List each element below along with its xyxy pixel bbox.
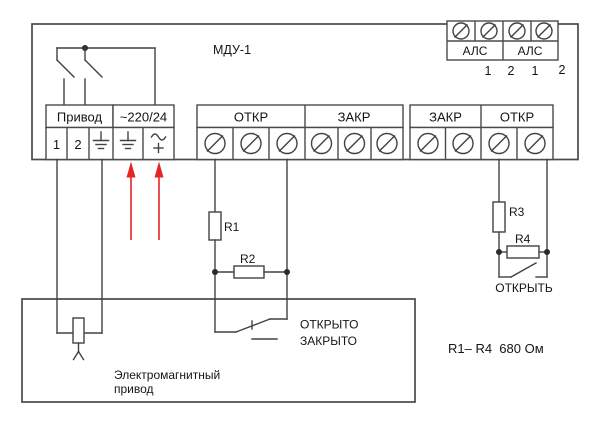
resistor-r3: [492, 201, 506, 233]
resistor-r2: [233, 265, 265, 279]
strip-a-closed-label: ЗАКР: [338, 110, 371, 125]
resistor-r1-label: R1: [224, 220, 240, 234]
screw-terminal-icon: [508, 22, 526, 40]
resistor-r3-label: R3: [509, 205, 525, 219]
resistor-note: R1– R4 680 Ом: [448, 341, 544, 356]
screw-terminal-icon: [343, 132, 366, 155]
contact-strip-b: ЗАКР ОТКР: [409, 104, 554, 161]
actuator-label-line2: привод: [114, 382, 154, 396]
strip-b-closed-label: ЗАКР: [429, 110, 462, 125]
drive-terminal-row: [45, 126, 175, 161]
resistor-r2-label: R2: [240, 252, 256, 266]
screw-terminal-icon: [452, 22, 470, 40]
als-terminal-block: АЛС АЛС 1 2 1 2: [446, 20, 566, 78]
screw-terminal-icon: [524, 132, 546, 155]
drive-contact-switch-2: [84, 47, 103, 106]
als-terminal-number: 2: [559, 63, 566, 77]
drive-wiring: [56, 158, 103, 334]
junction-dot: [496, 249, 502, 255]
screw-terminal-icon: [488, 132, 510, 155]
ground-icon: [92, 131, 110, 150]
strip-a-open-label: ОТКР: [234, 110, 268, 125]
drive-terminal-2: 2: [74, 137, 81, 152]
contact-strip-a: ОТКР ЗАКР: [196, 104, 404, 161]
als-terminal-number: 2: [508, 64, 515, 78]
actuator-box: [21, 298, 416, 403]
device-title: МДУ-1: [213, 43, 251, 57]
resistor-r4: [506, 245, 540, 259]
screw-terminal-icon: [276, 132, 298, 155]
r1-r2-branch: R1 R2: [208, 158, 290, 333]
ac-plus-icon: [150, 133, 167, 154]
als-group2-label: АЛС: [518, 44, 543, 58]
power-header-label: ~220/24: [120, 110, 167, 125]
resistor-r1: [208, 211, 222, 241]
als-group1-label: АЛС: [463, 44, 488, 58]
screw-terminal-icon: [452, 132, 474, 155]
drive-terminal-1: 1: [53, 137, 60, 152]
power-input-arrow-icon: [154, 161, 164, 240]
screw-terminal-icon: [376, 132, 398, 155]
screw-terminal-icon: [240, 132, 262, 155]
closed-state-label: ЗАКРЫТО: [300, 334, 357, 348]
internal-drive-contacts: [56, 45, 156, 106]
junction-dot: [544, 249, 550, 255]
strip-a-terminal-row: [196, 126, 404, 161]
als-terminal-number: 1: [485, 64, 492, 78]
strip-b-open-label: ОТКР: [500, 110, 534, 125]
junction-dot: [212, 269, 218, 275]
screw-terminal-icon: [310, 132, 333, 155]
screw-terminal-icon: [204, 132, 226, 155]
screw-terminal-icon: [417, 132, 439, 155]
drive-header-label: Привод: [57, 110, 103, 125]
power-input-arrow-icon: [126, 161, 136, 240]
open-command-switch: [498, 262, 548, 278]
screw-terminal-icon: [535, 22, 553, 40]
strip-a-header: [196, 104, 404, 129]
screw-terminal-icon: [480, 22, 498, 40]
solenoid-coil-icon: [72, 317, 85, 361]
drive-contact-switch-1: [56, 47, 75, 106]
ground-icon: [119, 131, 137, 150]
als-terminal-number: 1: [532, 64, 539, 78]
opened-state-label: ОТКРЫТО: [300, 318, 358, 332]
actuator-label-line1: Электромагнитный: [114, 368, 220, 382]
position-limit-switch: [214, 318, 288, 340]
open-command-label: ОТКРЫТЬ: [495, 281, 553, 295]
junction-dot: [284, 269, 290, 275]
r3-r4-branch: R3 R4: [492, 158, 550, 278]
resistor-r4-label: R4: [515, 232, 531, 246]
drive-power-terminal-block: Привод ~220/24 1 2: [45, 104, 175, 161]
